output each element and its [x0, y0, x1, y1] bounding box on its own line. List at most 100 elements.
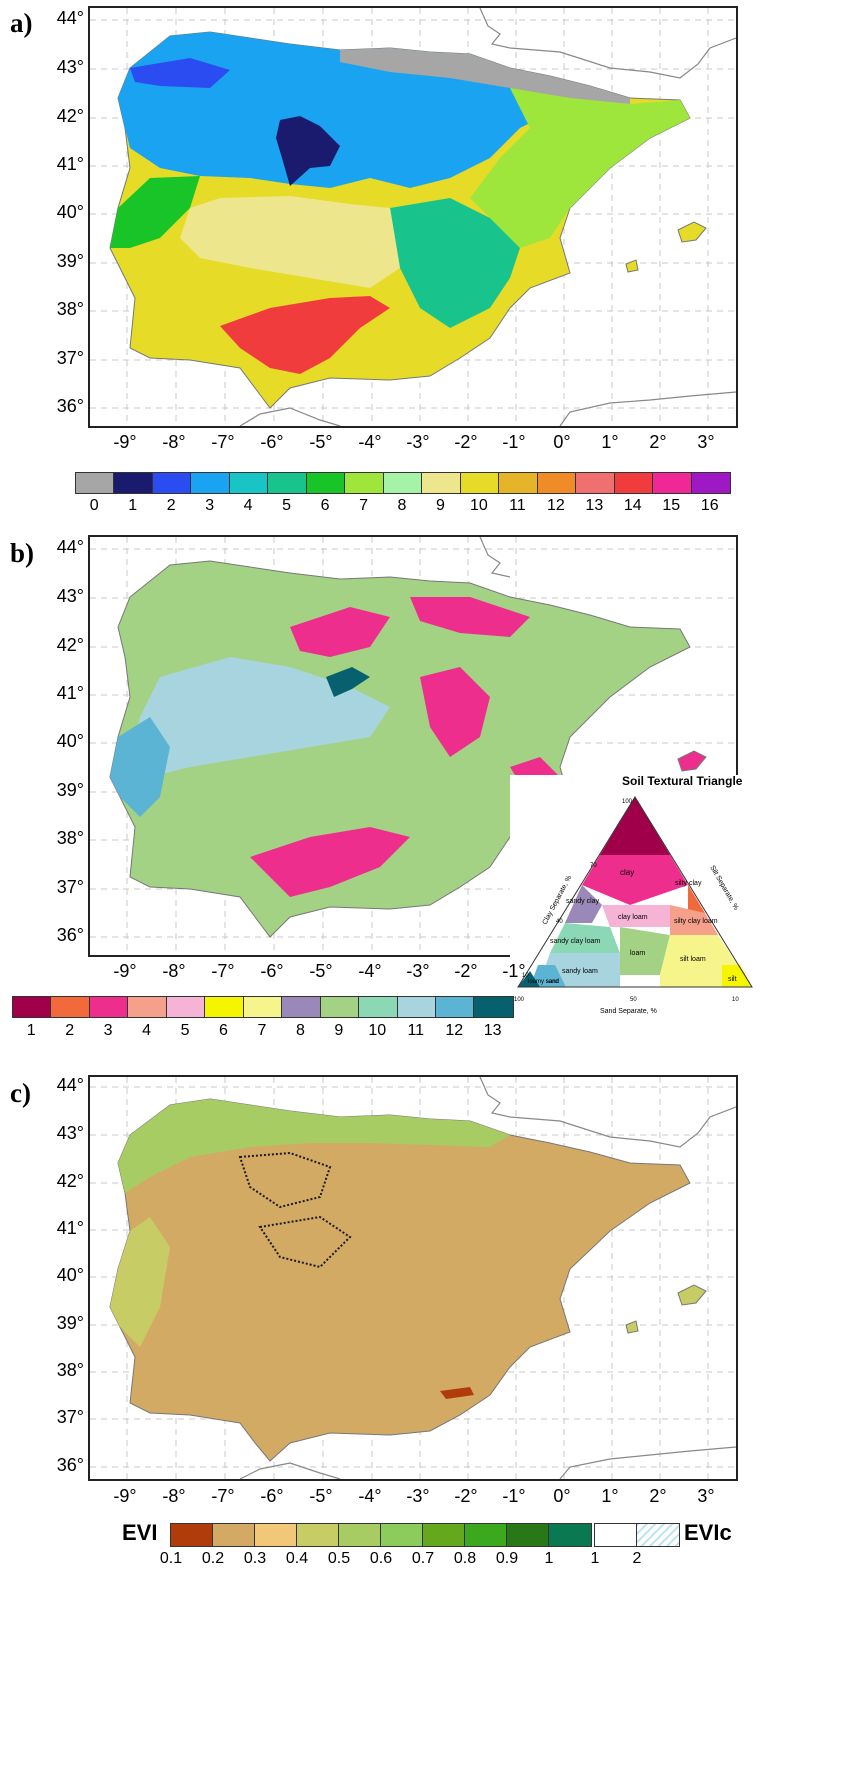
zone-teal	[326, 667, 370, 697]
lon-label: -1°	[502, 961, 526, 981]
tri-label-loamy-sand: loamy sand	[528, 979, 559, 985]
tri-label-silt-loam: silt loam	[680, 956, 706, 963]
balearic-c	[625, 1284, 707, 1334]
legend-swatch	[383, 473, 423, 493]
legend-swatch	[191, 473, 230, 493]
legend-label: 3	[103, 1022, 113, 1039]
soil-triangle-inset: Soil Textural Triangle clay silty clay s…	[510, 774, 860, 1025]
lon-label: 2°	[649, 432, 667, 452]
tri-label-silty-clay: silty clay	[675, 880, 702, 887]
tri-silty-clay-loam	[670, 905, 718, 935]
france-coast	[479, 8, 736, 79]
lon-label: -5°	[309, 432, 333, 452]
legend-swatch	[499, 473, 538, 493]
lat-label-38: 38°	[56, 1360, 84, 1380]
tri-silt	[722, 965, 752, 987]
soil-triangle-svg: clay silty clay sandy clay clay loam sil…	[514, 796, 753, 1015]
legend-swatch	[243, 997, 283, 1017]
lon-label: 1°	[601, 1486, 619, 1506]
lat-label-37: 37°	[56, 877, 84, 897]
legend-swatch	[691, 473, 730, 493]
legend-label: 0.4	[285, 1550, 309, 1567]
legend-swatch	[229, 473, 269, 493]
tri-sandy-clay-loam	[550, 923, 620, 953]
lat-label-44: 44°	[56, 1075, 84, 1095]
tri-axis-silt: Silt Separate, %	[708, 865, 739, 912]
lat-label-39: 39°	[56, 251, 84, 271]
legend-swatch	[51, 997, 90, 1017]
legend-label: 9	[436, 497, 445, 514]
legend-label: 16	[700, 497, 719, 514]
lon-label: -1°	[502, 1486, 526, 1506]
lat-label-43: 43°	[56, 586, 84, 606]
lon-label: 2°	[649, 1486, 667, 1506]
tri-label-silty-clay-loam: silty clay loam	[674, 918, 718, 925]
lat-label-40: 40°	[56, 1265, 84, 1285]
legend-swatch	[339, 1524, 381, 1546]
zone-evi-green-west	[110, 1217, 170, 1347]
zone-pink-2	[420, 667, 490, 757]
zone-grey	[340, 48, 630, 104]
lat-label-36: 36°	[56, 1455, 84, 1475]
lon-label: -3°	[406, 961, 430, 981]
tri-tick: 10	[732, 997, 739, 1003]
legend-swatch	[460, 473, 500, 493]
zone-evi-dark-north	[238, 1151, 332, 1209]
legend-swatch	[637, 1524, 679, 1546]
lon-label: -9°	[113, 432, 137, 452]
legend-label: 9	[334, 1022, 344, 1039]
lat-label-41: 41°	[56, 1218, 84, 1238]
map-c	[88, 1075, 738, 1481]
legend-label: 0.8	[453, 1550, 477, 1567]
lat-label-42: 42°	[56, 635, 84, 655]
tri-label-sand: sand	[546, 979, 559, 985]
tri-clay	[582, 855, 688, 905]
legend-label: 1	[590, 1550, 600, 1567]
tri-label-sandy-loam: sandy loam	[562, 968, 598, 975]
tri-loam	[620, 927, 670, 975]
legend-label: 0.5	[327, 1550, 351, 1567]
tri-tick: 100	[514, 997, 525, 1003]
lon-label: 0°	[553, 1486, 571, 1506]
lon-label: -8°	[162, 432, 186, 452]
legend-b-colorbar	[12, 996, 514, 1018]
tri-clay-loam	[602, 905, 670, 927]
tri-silty-clay	[670, 855, 705, 913]
legend-label: 13	[585, 497, 604, 514]
lat-label-42: 42°	[56, 106, 84, 126]
zone-evi-green-north	[118, 1099, 510, 1193]
lat-label-39: 39°	[56, 1313, 84, 1333]
legend-swatch	[359, 997, 398, 1017]
tri-label-sandy-clay-loam: sandy clay loam	[550, 938, 600, 945]
legend-label: 5	[282, 497, 292, 514]
legend-swatch	[128, 997, 167, 1017]
africa-coast-c	[239, 1446, 736, 1479]
legend-a-colorbar	[75, 472, 731, 494]
legend-label: 1	[128, 497, 138, 514]
legend-evic-colorbar	[594, 1523, 680, 1547]
legend-swatch	[422, 473, 461, 493]
legend-swatch	[653, 473, 692, 493]
legend-swatch	[345, 473, 384, 493]
balearic-a	[625, 221, 707, 273]
legend-label: 10	[470, 497, 488, 514]
legend-label: 10	[368, 1022, 387, 1039]
tri-tick: 70	[590, 863, 597, 869]
legend-label: 7	[257, 1022, 267, 1039]
lat-label-43: 43°	[56, 1123, 84, 1143]
legend-swatch	[320, 997, 360, 1017]
zone-darkblue	[130, 58, 230, 88]
zone-evi-red	[440, 1387, 474, 1399]
legend-swatch	[397, 997, 436, 1017]
legend-swatch	[306, 473, 346, 493]
legend-c-colorbar	[170, 1523, 592, 1547]
tri-sandy-clay	[565, 885, 602, 923]
map-c-svg	[90, 1077, 736, 1479]
lat-label-44: 44°	[56, 537, 84, 557]
legend-label: 0.7	[411, 1550, 435, 1567]
panel-label-c: c)	[10, 1078, 31, 1108]
legend-label: 5	[180, 1022, 190, 1039]
map-a	[88, 6, 738, 428]
